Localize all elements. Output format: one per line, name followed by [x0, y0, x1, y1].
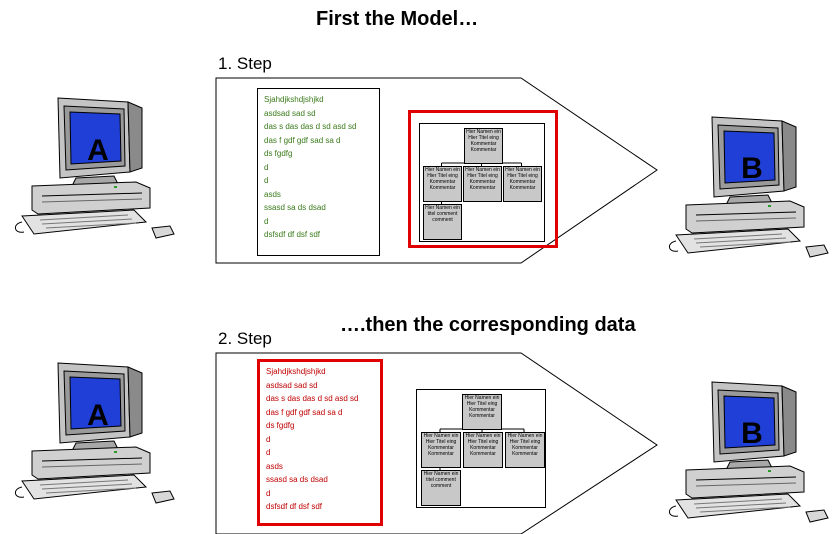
org-chart-step-1: Hier Namen ein Hier Titel eing Kommentar…	[419, 123, 545, 242]
data-text-line: d	[264, 162, 269, 172]
data-text-line: das f gdf gdf sad sa d	[266, 407, 343, 417]
computer-a-step-2	[14, 362, 175, 504]
org-chart-sub-node: Hier Namen ein titel comment comment	[421, 470, 461, 506]
org-chart-step-2: Hier Namen ein Hier Titel eing Kommentar…	[416, 389, 546, 508]
computer-b-label-step-1: B	[741, 152, 763, 185]
data-text-line: das f gdf gdf sad sa d	[264, 135, 341, 145]
data-text-line: das s das das d sd asd sd	[264, 122, 357, 131]
data-text-line: d	[264, 216, 269, 226]
step-2-label: 2. Step	[218, 329, 272, 348]
data-text-line: ds fgdfg	[264, 149, 293, 158]
data-text-line: asdsad sad sd	[266, 380, 318, 390]
org-chart-sub-node: Hier Namen ein titel comment comment	[423, 204, 462, 240]
data-text-line: d	[266, 448, 271, 457]
data-text-line: asds	[266, 461, 283, 471]
org-chart-child-node: Hier Namen ein Hier Titel eing Kommentar…	[463, 432, 503, 468]
org-chart-root-node: Hier Namen ein Hier Titel eing Kommentar…	[462, 394, 502, 430]
data-text-line: ds fgdfg	[266, 421, 295, 430]
computer-a-label-step-2: A	[87, 399, 109, 432]
title-heading: First the Model…	[316, 8, 479, 30]
model-highlight-frame-step-1	[408, 110, 558, 248]
data-text-line: d	[266, 488, 271, 498]
data-text-line: asds	[264, 189, 281, 199]
org-chart-child-node: Hier Namen ein Hier Titel eing Kommentar…	[505, 432, 545, 468]
data-text-line: dsfsdf df dsf sdf	[266, 502, 323, 511]
org-chart-child-node: Hier Namen ein Hier Titel eing Kommentar…	[423, 166, 462, 202]
data-text-line: das s das das d sd asd sd	[266, 394, 359, 403]
computer-b-step-1	[668, 116, 829, 258]
data-text-line: dsfsdf df dsf sdf	[264, 230, 321, 239]
computer-a-step-1	[14, 97, 175, 239]
data-text-line: d	[266, 434, 271, 444]
org-chart-child-node: Hier Namen ein Hier Titel eing Kommentar…	[421, 432, 461, 468]
step-1-label: 1. Step	[218, 54, 272, 73]
computer-a-label-step-1: A	[87, 134, 109, 167]
subtitle-heading: ….then the corresponding data	[340, 314, 636, 336]
data-text-line: asdsad sad sd	[264, 108, 316, 118]
data-text-line: ssasd sa ds dsad	[266, 475, 328, 484]
computer-b-step-2	[668, 381, 829, 523]
data-text-box-step-1: Sjahdjkshdjshjkd asdsad sad sd das s das d…	[257, 88, 380, 256]
computer-b-label-step-2: B	[741, 417, 763, 450]
data-text-line: d	[264, 176, 269, 185]
org-chart-root-node: Hier Namen ein Hier Titel eing Kommentar…	[464, 128, 503, 164]
data-text-box-step-2: Sjahdjkshdjshjkd asdsad sad sd das s das d…	[257, 359, 383, 526]
data-text-line: Sjahdjkshdjshjkd	[266, 367, 326, 376]
data-text-line: Sjahdjkshdjshjkd	[264, 95, 324, 104]
org-chart-child-node: Hier Namen ein Hier Titel eing Kommentar…	[503, 166, 542, 202]
org-chart-child-node: Hier Namen ein Hier Titel eing Kommentar…	[463, 166, 502, 202]
data-text-line: ssasd sa ds dsad	[264, 203, 326, 212]
